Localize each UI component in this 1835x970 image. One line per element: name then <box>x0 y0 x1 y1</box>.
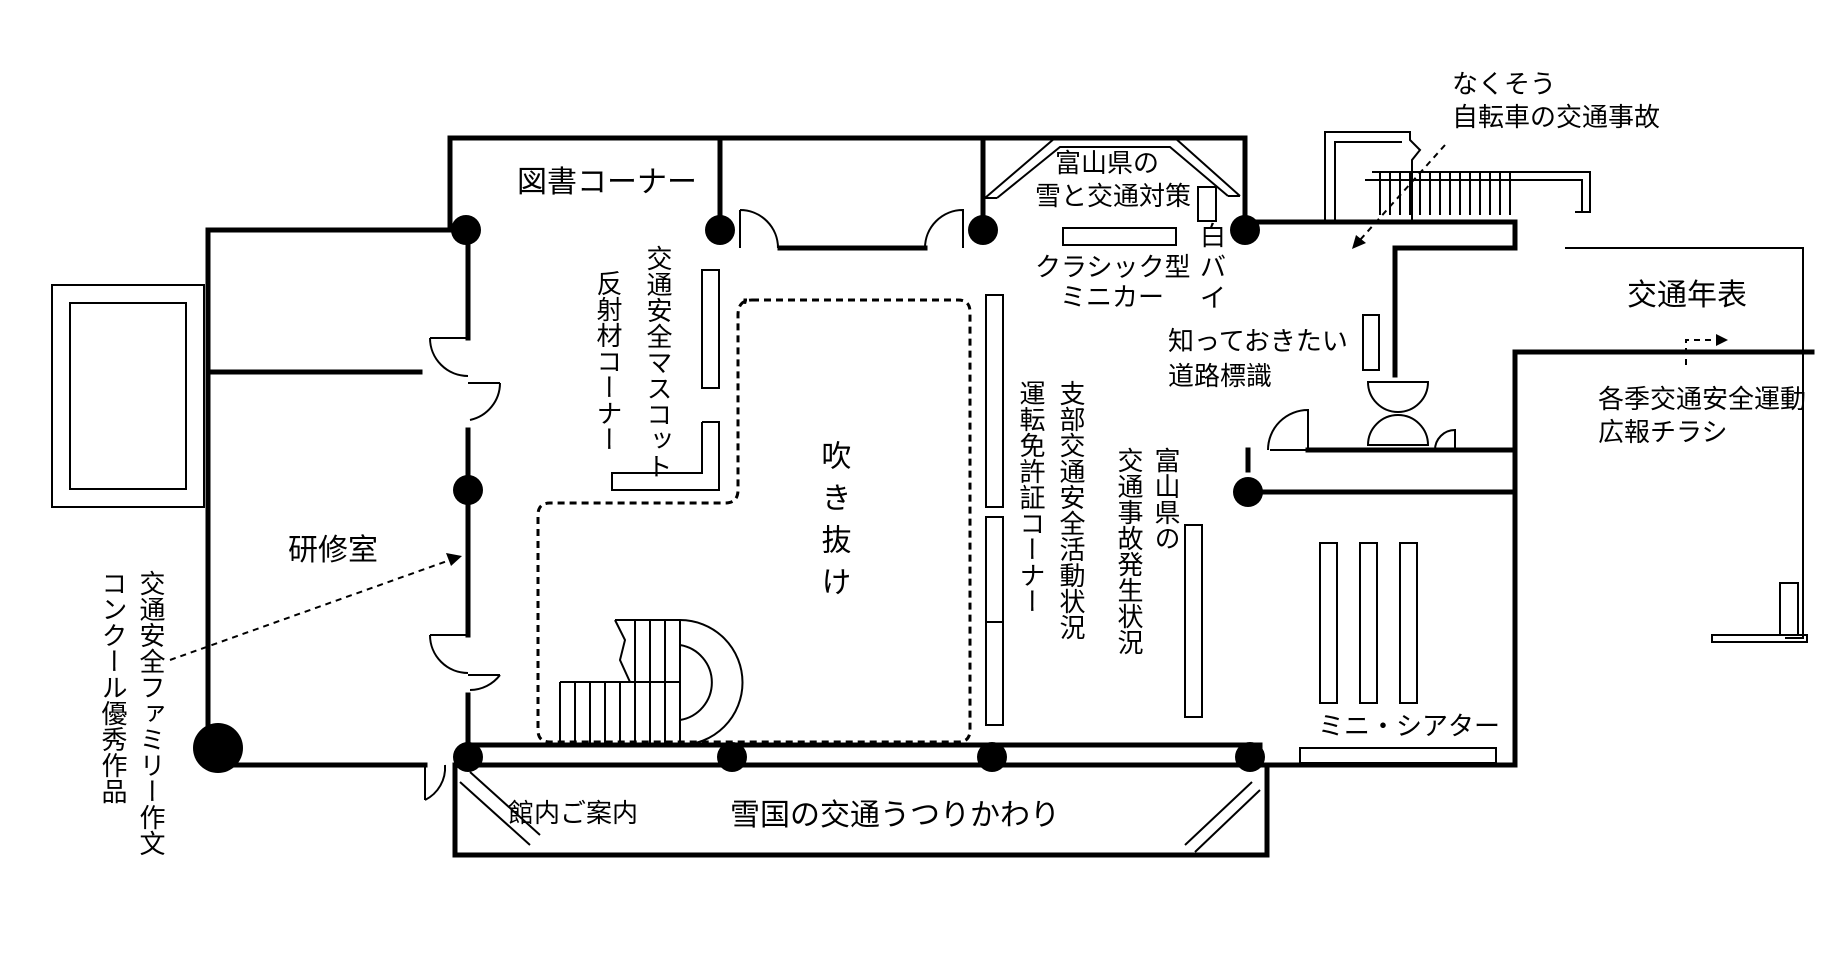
white-bike-stand <box>1197 186 1217 222</box>
label-white-bike-3: イ <box>1200 284 1226 314</box>
column <box>977 742 1007 772</box>
label-seasonal-flyers-1: 各季交通安全運動 <box>1598 385 1806 415</box>
column <box>193 723 243 773</box>
right-stairs <box>1324 131 1808 643</box>
minicar-case <box>1062 227 1177 246</box>
column <box>453 475 483 505</box>
guide-panels <box>459 771 1261 853</box>
label-white-bike-1: 白 <box>1200 222 1226 252</box>
label-road-signs-1: 知っておきたい <box>1168 327 1348 357</box>
label-atrium: 吹き抜け <box>816 440 851 608</box>
label-building-guide: 館内ご案内 <box>508 799 638 829</box>
label-traffic-chronology: 交通年表 <box>1627 278 1747 313</box>
label-classic-minicar-2: ミニカー <box>1060 283 1164 313</box>
accident-stats-board <box>1184 524 1203 718</box>
road-sign-board <box>1362 314 1380 371</box>
main-walls <box>447 135 1815 858</box>
label-toyama-accidents-1: 富山県の <box>1150 447 1180 551</box>
theater-seat-row-1 <box>1319 542 1338 704</box>
label-snow-country-traffic: 雪国の交通うつりかわり <box>730 798 1060 833</box>
label-essay-works-1: 交通安全ファミリー作文 <box>135 570 165 856</box>
theater-seat-row-3 <box>1399 542 1418 704</box>
column <box>451 215 481 245</box>
label-mini-theater: ミニ・シアター <box>1318 712 1500 742</box>
label-library-corner: 図書コーナー <box>517 165 697 200</box>
labels: 図書コーナー 富山県の 雪と交通対策 白 バ イ クラシック型 ミニカー なくそ… <box>97 70 1806 856</box>
mascot-case <box>701 269 720 389</box>
label-training-room: 研修室 <box>288 533 378 568</box>
snow-corner-frame <box>984 137 1241 199</box>
label-branch-activities: 支部交通安全活動状況 <box>1055 380 1085 640</box>
theater-screen <box>1299 747 1497 764</box>
label-classic-minicar-1: クラシック型 <box>1035 253 1190 283</box>
columns <box>193 215 1265 773</box>
pointer-arrows <box>169 144 1728 661</box>
label-white-bike-2: バ <box>1200 253 1226 283</box>
column <box>1233 477 1263 507</box>
atrium-stairs <box>559 619 744 746</box>
label-bicycle-accident-1: なくそう <box>1452 70 1556 100</box>
column <box>1235 742 1265 772</box>
label-road-signs-2: 道路標識 <box>1168 362 1272 392</box>
label-toyama-snow-2: 雪と交通対策 <box>1035 182 1191 212</box>
label-seasonal-flyers-2: 広報チラシ <box>1598 418 1727 448</box>
left-annex <box>51 227 468 768</box>
label-bicycle-accident-2: 自転車の交通事故 <box>1452 103 1660 133</box>
label-license-corner: 運転免許証コーナー <box>1015 380 1045 614</box>
label-toyama-snow: 富山県の <box>1055 149 1159 179</box>
label-toyama-accidents-2: 交通事故発生状況 <box>1113 447 1143 655</box>
display-fixtures <box>611 186 1497 764</box>
branch-activities-board <box>985 294 1004 508</box>
doors <box>424 208 1456 801</box>
column <box>453 742 483 772</box>
column <box>705 215 735 245</box>
atrium-outline <box>536 298 972 744</box>
column <box>717 742 747 772</box>
label-essay-works-2: コンクール優秀作品 <box>97 570 127 804</box>
label-mascot-corner: 交通安全マスコット <box>642 245 672 479</box>
theater-seat-row-2 <box>1359 542 1378 704</box>
column <box>1230 215 1260 245</box>
label-reflector-corner: 反射材コーナー <box>592 270 622 452</box>
right-stair-treads <box>1379 172 1511 215</box>
column <box>968 215 998 245</box>
